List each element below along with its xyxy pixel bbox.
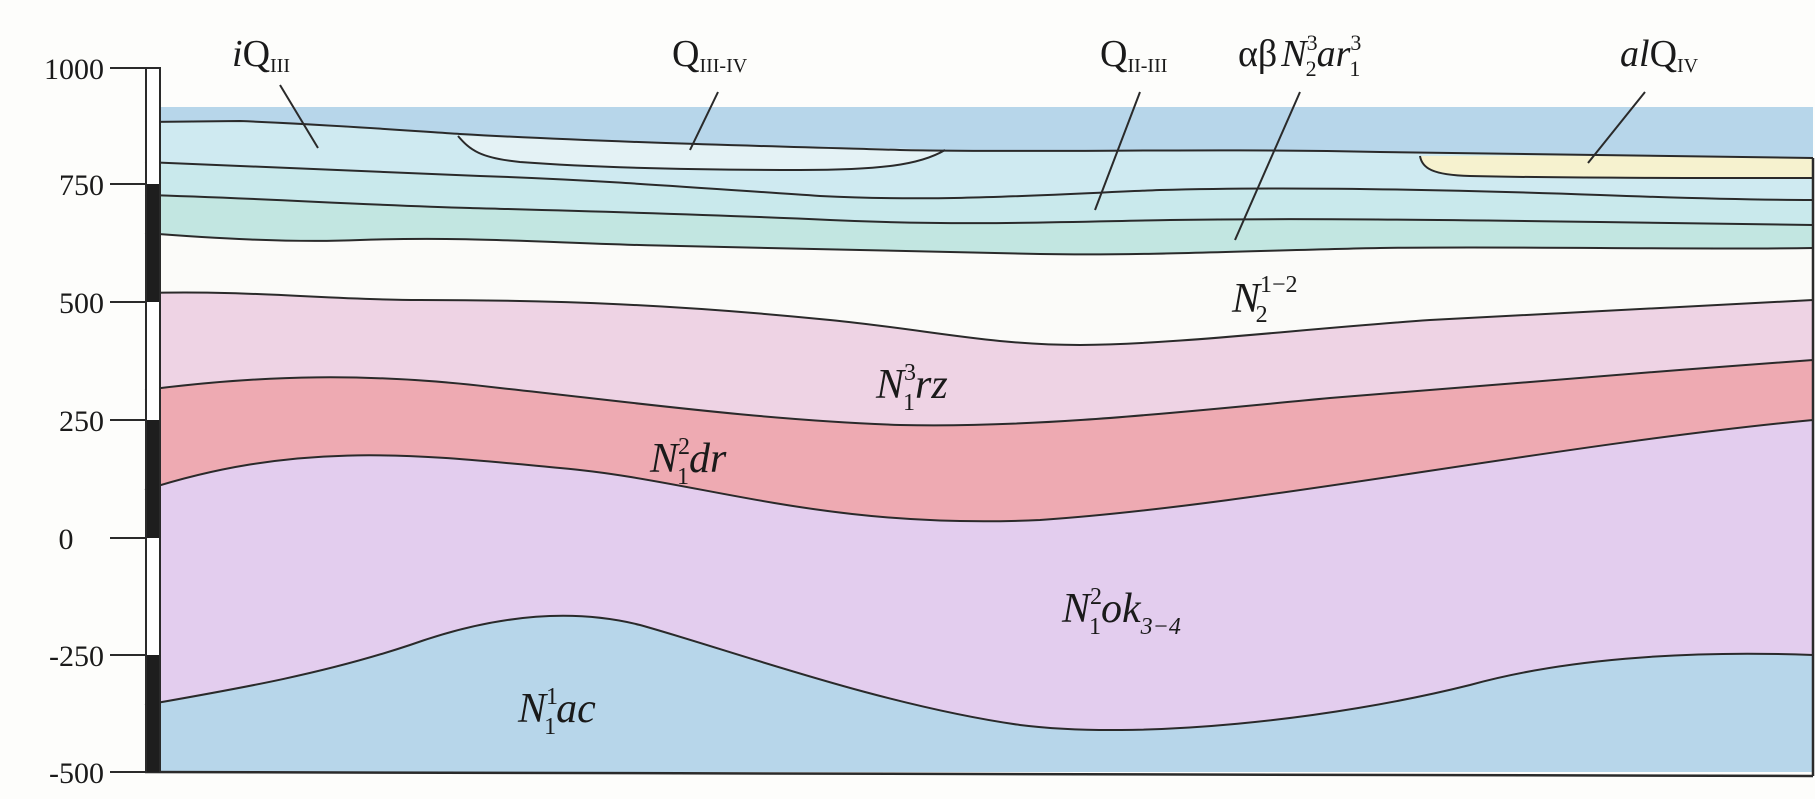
scale-label-minus250: -250 <box>49 640 104 673</box>
scale-label-minus500: -500 <box>49 757 104 790</box>
scale-segment-dark-250-0 <box>147 420 159 538</box>
scale-label-750: 750 <box>59 169 104 202</box>
layer-fills <box>145 107 1813 772</box>
scale-label-500: 500 <box>59 287 104 320</box>
scale-label-0: 0 <box>59 523 74 556</box>
scale-segment-dark-750-500 <box>147 184 159 302</box>
scale-label-1000: 1000 <box>44 53 104 86</box>
unit-fill-alQIV <box>1420 156 1813 178</box>
scale-label-250: 250 <box>59 405 104 438</box>
scale-segment-dark-minus250-minus500 <box>147 655 159 772</box>
